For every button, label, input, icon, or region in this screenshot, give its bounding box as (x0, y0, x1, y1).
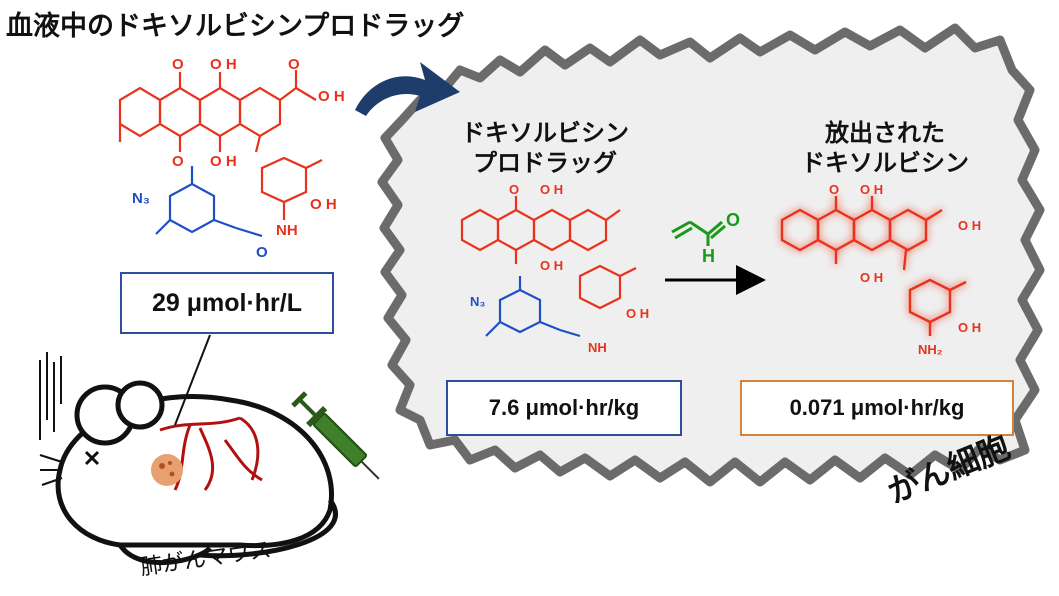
curved-arrow-icon (355, 62, 460, 116)
atom-label-oh: O H (210, 56, 237, 73)
mouse-illustration (39, 380, 338, 566)
blood-rate-box: 29 μmol·hr/L (120, 272, 334, 334)
syringe-icon (291, 391, 380, 480)
atom-label-o: O (172, 56, 184, 73)
released-rate-box: 0.071 μmol·hr/kg (740, 380, 1014, 436)
reagent-atom-o: O (726, 210, 741, 230)
released-label-line1: 放出された (825, 119, 945, 147)
released-rate-value: 0.071 μmol·hr/kg (789, 395, 965, 420)
atom-label-oh: O H (210, 153, 237, 170)
atom-label-oh: O H (860, 270, 884, 285)
reagent-atom-h: H (702, 246, 715, 266)
atom-label-n3: N₃ (132, 190, 150, 207)
atom-label-oh: O H (958, 218, 982, 233)
atom-label-oh: O H (310, 196, 337, 213)
prodrug-rate-box: 7.6 μmol·hr/kg (446, 380, 682, 436)
cancer-cell-outline (377, 23, 1045, 487)
atom-label-oh: O H (540, 258, 564, 273)
atom-label-o: O (509, 182, 520, 197)
tumor-icon (151, 454, 183, 486)
box-pointer-line (174, 334, 211, 426)
acrolein-reagent (671, 220, 726, 246)
mouse-eye (84, 450, 100, 466)
prodrug-label-line2: プロドラッグ (473, 149, 617, 177)
blood-rate-value: 29 μmol·hr/L (151, 288, 303, 317)
page-title: 血液中のドキソルビシンプロドラッグ (6, 11, 465, 42)
released-doxorubicin-molecule (780, 196, 967, 336)
atom-label-oh: O H (318, 88, 345, 105)
speed-lines (39, 352, 62, 440)
blood-vessels (159, 416, 263, 491)
atom-label-nh: NH (588, 340, 607, 355)
atom-label-oh: O H (958, 320, 982, 335)
atom-label-o: O (172, 153, 184, 170)
prodrug-label: ドキソルビシン プロドラッグ (440, 118, 650, 178)
atom-label-nh: NH (276, 222, 298, 239)
atom-label-o: O (256, 244, 268, 261)
atom-label-o: O (829, 182, 840, 197)
released-label: 放出された ドキソルビシン (775, 118, 995, 178)
atom-label-n3: N₃ (470, 294, 486, 309)
prodrug-molecule-top (118, 70, 323, 238)
prodrug-rate-value: 7.6 μmol·hr/kg (488, 395, 640, 420)
atom-label-oh: O H (626, 306, 650, 321)
prodrug-molecule-cell (460, 196, 637, 338)
atom-label-oh: O H (540, 182, 564, 197)
released-label-line2: ドキソルビシン (801, 149, 969, 177)
atom-label-o: O (288, 56, 300, 73)
atom-label-oh: O H (860, 182, 884, 197)
atom-label-nh2: NH₂ (918, 342, 943, 357)
prodrug-label-line1: ドキソルビシン (461, 119, 629, 147)
